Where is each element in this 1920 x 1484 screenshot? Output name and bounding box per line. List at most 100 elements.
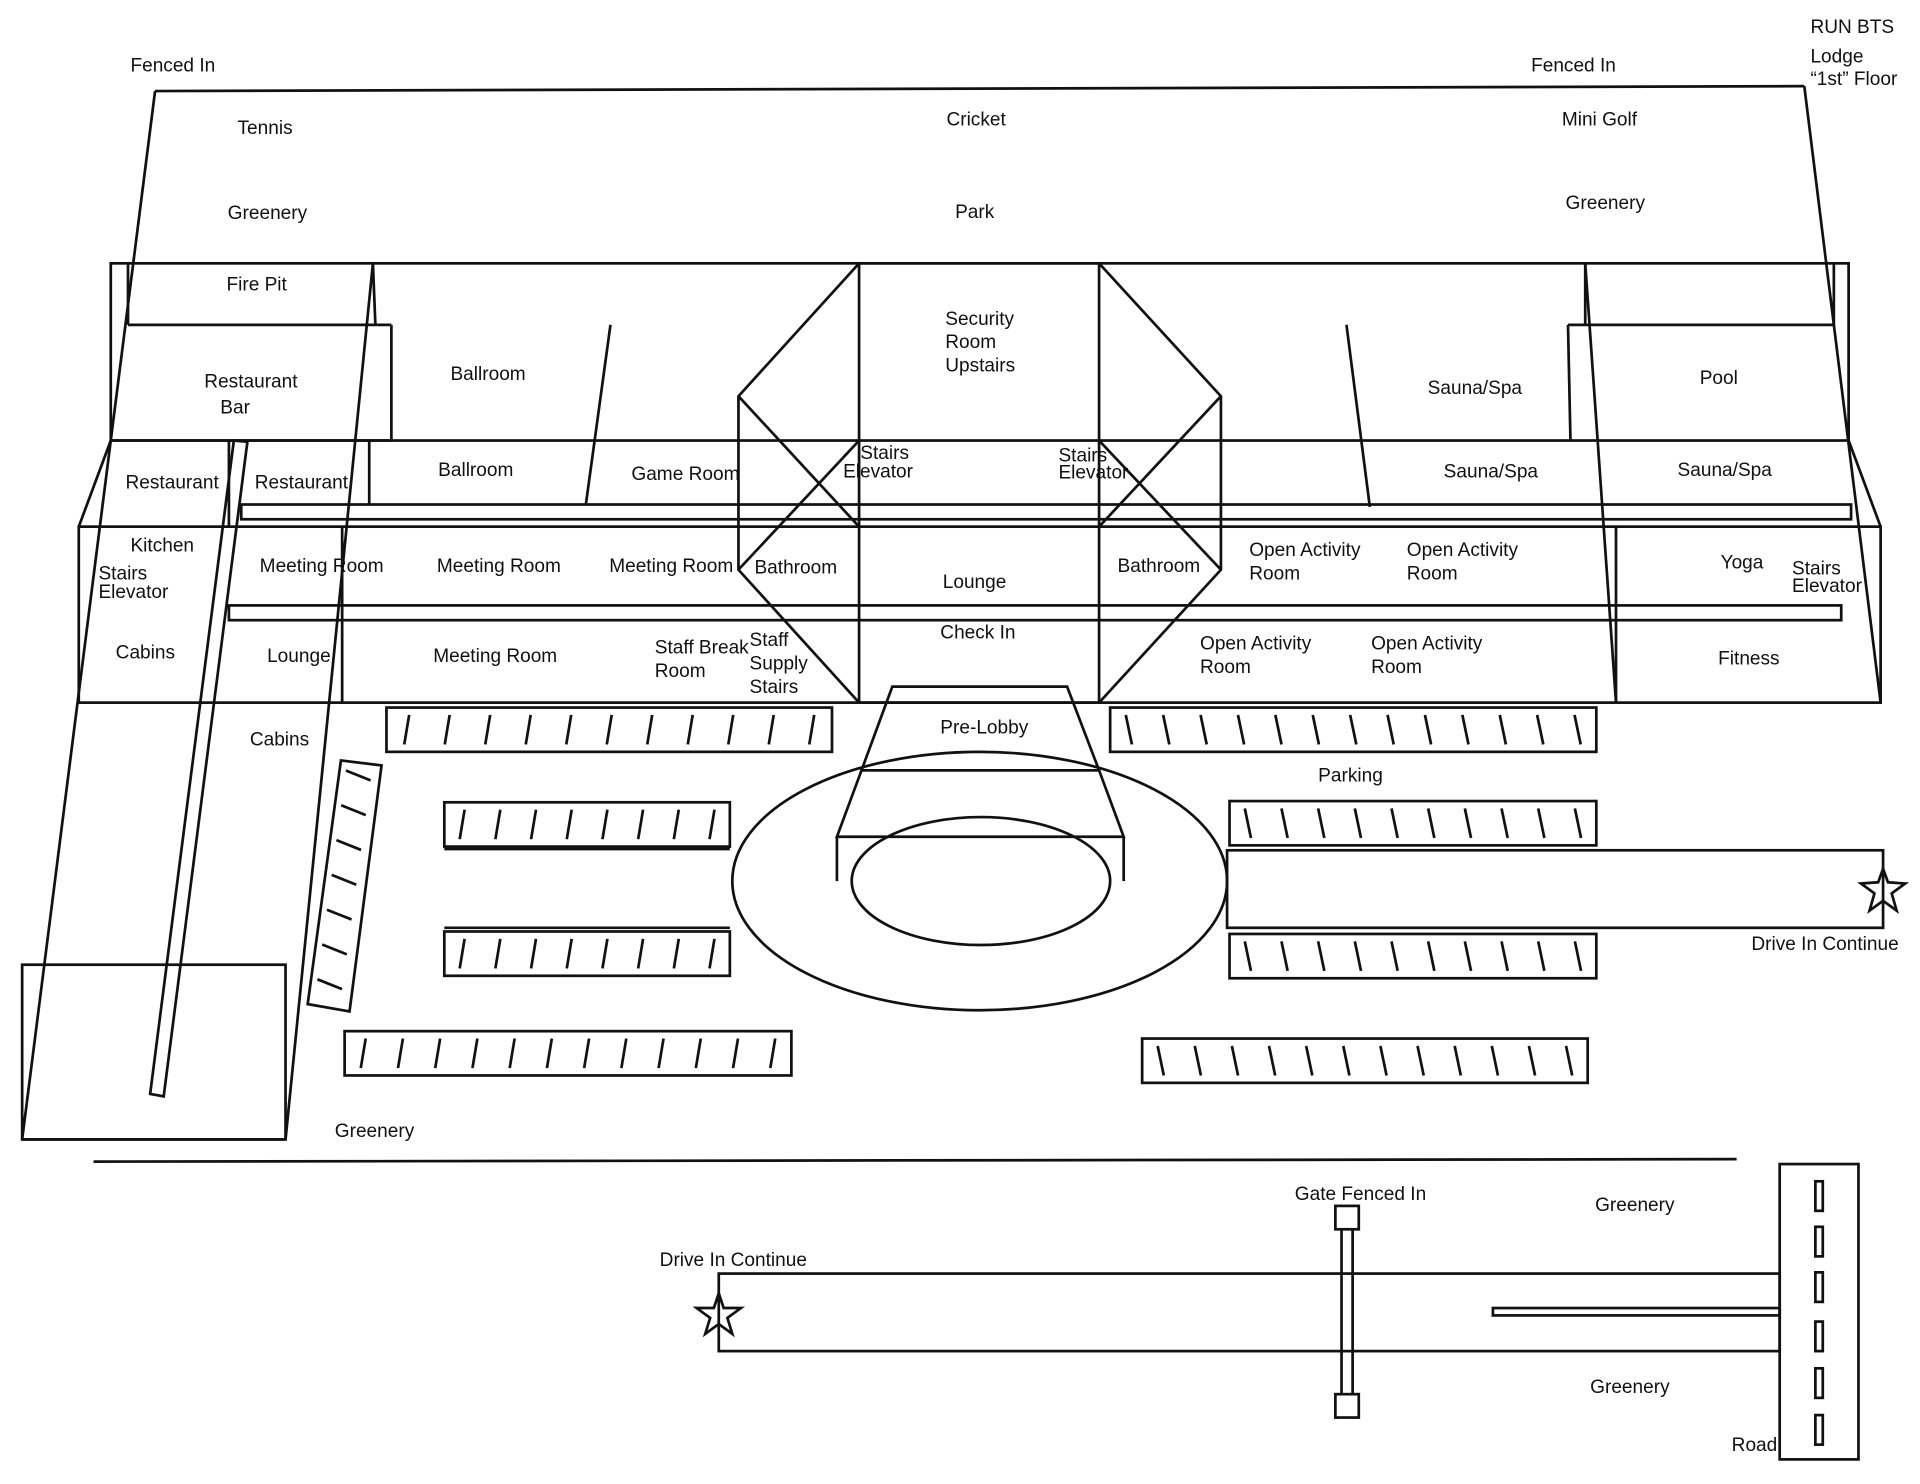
label-parking: Parking bbox=[1318, 765, 1383, 786]
label-road: Road bbox=[1732, 1435, 1778, 1456]
parking-stall-line bbox=[1274, 714, 1283, 745]
label-ballroom-2: Ballroom bbox=[438, 460, 513, 481]
label-stairs-right-1: Stairs bbox=[1058, 445, 1107, 466]
label-open-activity-3b: Room bbox=[1200, 657, 1251, 678]
label-cricket: Cricket bbox=[946, 110, 1006, 131]
parking-stall-line bbox=[443, 714, 452, 745]
parking-stall-line bbox=[726, 714, 735, 745]
label-fitness: Fitness bbox=[1718, 648, 1779, 669]
parking-stall-line bbox=[1124, 714, 1134, 745]
label-fenced-in-left: Fenced In bbox=[130, 55, 215, 76]
parking-stall-line bbox=[396, 1038, 405, 1069]
title-line2: Lodge bbox=[1810, 47, 1863, 68]
label-stairs-left-1: Stairs bbox=[860, 443, 909, 464]
label-lounge-left: Lounge bbox=[267, 646, 331, 667]
label-cabins-1: Cabins bbox=[116, 642, 175, 663]
parking-stall-line bbox=[494, 809, 502, 840]
parking-stall-line bbox=[564, 714, 573, 745]
parking-stall-line bbox=[1348, 714, 1358, 745]
label-meeting-2: Meeting Room bbox=[437, 556, 561, 577]
parking-stall-line bbox=[636, 938, 645, 969]
parking-stall-line bbox=[321, 943, 348, 956]
label-restaurant-bar: Restaurant bbox=[204, 372, 298, 393]
parking-stall-line bbox=[708, 938, 716, 969]
parking-stall-line bbox=[694, 1038, 703, 1069]
label-stairs-west-1: Stairs bbox=[98, 564, 147, 585]
label-drive-in-left: Drive In Continue bbox=[660, 1250, 807, 1271]
label-greenery-gate-top: Greenery bbox=[1595, 1195, 1675, 1216]
parking-stall-line bbox=[1280, 808, 1289, 839]
parking-stall-line bbox=[1490, 1045, 1500, 1076]
label-greenery-left: Greenery bbox=[228, 203, 308, 224]
parking-stall-line bbox=[316, 978, 343, 991]
parking-stall-line bbox=[1316, 808, 1326, 839]
parking-row bbox=[442, 930, 732, 978]
label-meeting-1: Meeting Room bbox=[260, 556, 384, 577]
label-drive-in-right: Drive In Continue bbox=[1751, 934, 1898, 955]
parking-lots bbox=[306, 706, 1598, 1085]
parking-stall-line bbox=[1243, 808, 1253, 839]
parking-stall-line bbox=[359, 1038, 368, 1069]
label-staff-supply-3: Stairs bbox=[750, 677, 799, 698]
labels: RUN BTS Lodge “1st” Floor Fenced In Fenc… bbox=[98, 17, 1898, 1456]
parking-row bbox=[1108, 706, 1598, 754]
label-staff-break-1: Staff Break bbox=[655, 637, 749, 658]
parking-stall-line bbox=[458, 809, 466, 840]
label-tennis: Tennis bbox=[238, 118, 293, 139]
parking-stall-line bbox=[494, 938, 502, 969]
label-sauna-2: Sauna/Spa bbox=[1444, 461, 1539, 482]
label-security-3: Upstairs bbox=[945, 356, 1015, 377]
parking-stall-line bbox=[1193, 1045, 1203, 1076]
parking-stall-line bbox=[1426, 808, 1436, 839]
parking-stall-line bbox=[672, 809, 681, 840]
label-open-activity-2a: Open Activity bbox=[1407, 540, 1519, 561]
label-open-activity-4a: Open Activity bbox=[1371, 634, 1483, 655]
parking-stall-line bbox=[483, 714, 492, 745]
parking-stall-line bbox=[1423, 714, 1433, 745]
label-ballroom-top: Ballroom bbox=[450, 364, 525, 385]
parking-stall-line bbox=[1280, 941, 1289, 972]
parking-row bbox=[442, 800, 732, 848]
parking-stall-line bbox=[1573, 941, 1583, 972]
parking-row bbox=[306, 758, 384, 1014]
entrance-drive bbox=[93, 1157, 1860, 1461]
label-pool: Pool bbox=[1700, 368, 1738, 389]
label-greenery-right: Greenery bbox=[1566, 193, 1646, 214]
parking-stall-line bbox=[1267, 1045, 1277, 1076]
parking-stall-line bbox=[1416, 1045, 1426, 1076]
label-yoga: Yoga bbox=[1721, 552, 1764, 573]
parking-stall-line bbox=[529, 809, 538, 840]
label-security-2: Room bbox=[945, 332, 996, 353]
parking-stall-line bbox=[1304, 1045, 1314, 1076]
parking-stall-line bbox=[565, 938, 574, 969]
parking-stall-line bbox=[545, 1038, 554, 1069]
label-cabins-2: Cabins bbox=[250, 730, 309, 751]
parking-stall-line bbox=[1463, 808, 1473, 839]
title-line1: RUN BTS bbox=[1810, 17, 1894, 38]
parking-stall-line bbox=[1463, 941, 1473, 972]
parking-stall-line bbox=[1500, 808, 1510, 839]
label-stairs-right-2: Elevator bbox=[1058, 463, 1129, 484]
parking-stall-line bbox=[1311, 714, 1321, 745]
parking-stall-line bbox=[1573, 808, 1583, 839]
label-restaurant-bar-2: Bar bbox=[220, 397, 250, 418]
parking-stall-line bbox=[767, 714, 776, 745]
driveway-right bbox=[1225, 848, 1910, 930]
label-staff-supply-2: Supply bbox=[750, 653, 809, 674]
label-staff-break-2: Room bbox=[655, 661, 706, 682]
parking-stall-line bbox=[1461, 714, 1470, 745]
parking-stall-line bbox=[1353, 808, 1363, 839]
label-open-activity-2b: Room bbox=[1407, 564, 1458, 585]
parking-stall-line bbox=[645, 714, 654, 745]
gate bbox=[1334, 1204, 1361, 1419]
parking-stall-line bbox=[1500, 941, 1510, 972]
parking-stall-line bbox=[1156, 1045, 1166, 1076]
parking-stall-line bbox=[605, 714, 614, 745]
label-sauna-3: Sauna/Spa bbox=[1678, 460, 1773, 481]
label-lounge-center: Lounge bbox=[943, 572, 1007, 593]
parking-row bbox=[1228, 932, 1598, 980]
parking-stall-line bbox=[768, 1038, 777, 1069]
parking-stall-line bbox=[529, 938, 538, 969]
